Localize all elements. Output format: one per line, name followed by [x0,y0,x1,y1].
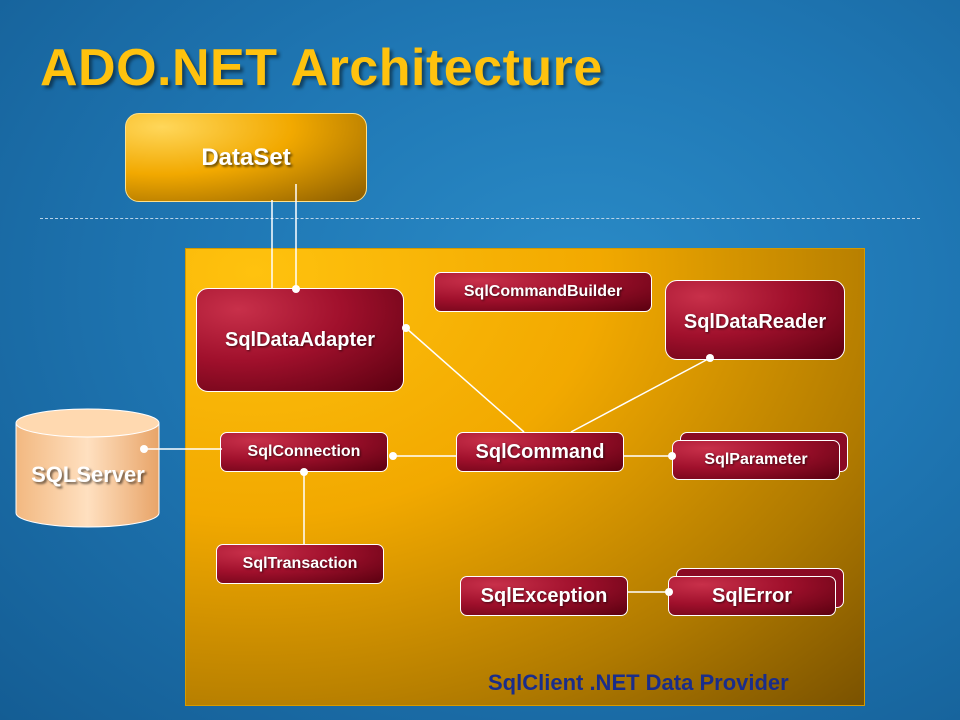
sqlserver-database-icon[interactable] [15,408,160,528]
dataset-label: DataSet [201,144,291,171]
provider-label: SqlClient .NET Data Provider [488,670,789,695]
dataset-box[interactable]: DataSet [125,113,367,202]
sqldataadapter-box[interactable]: SqlDataAdapter [196,288,404,392]
sqldataadapter-label: SqlDataAdapter [224,328,376,351]
slide-title: ADO.NET Architecture [40,39,603,97]
sqlexception-label: SqlException [480,584,608,607]
sqldatareader-box[interactable]: SqlDataReader [665,280,845,360]
sqldatareader-label: SqlDataReader [683,311,827,333]
boundary-dashed-line [40,218,920,219]
sqlcommand-box[interactable]: SqlCommand [456,432,624,472]
sqlserver-label: SQLServer [31,462,145,487]
sqlparameter-box[interactable]: SqlParameter [672,440,840,480]
sqlparameter-label: SqlParameter [704,451,808,468]
sqlcommandbuilder-label: SqlCommandBuilder [463,283,623,300]
sqlcommand-label: SqlCommand [475,440,605,463]
sqlerror-box[interactable]: SqlError [668,576,836,616]
sqlconnection-box[interactable]: SqlConnection [220,432,388,472]
sqlexception-box[interactable]: SqlException [460,576,628,616]
sqlconnection-label: SqlConnection [247,443,361,460]
sqlerror-label: SqlError [711,584,793,607]
sqltransaction-label: SqlTransaction [242,555,358,572]
sqlcommandbuilder-box[interactable]: SqlCommandBuilder [434,272,652,312]
sqltransaction-box[interactable]: SqlTransaction [216,544,384,584]
